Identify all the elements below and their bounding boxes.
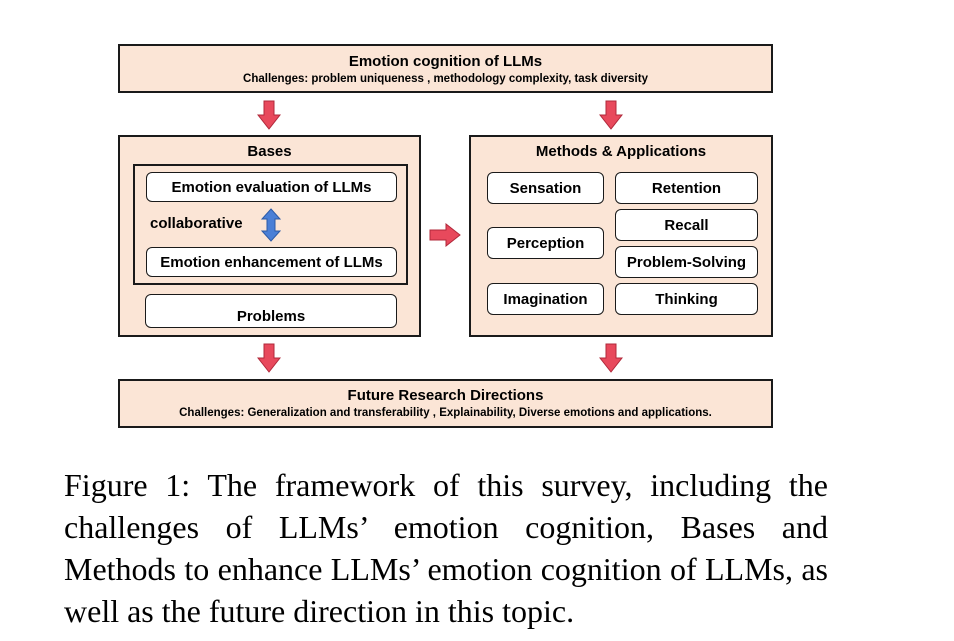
red-down-arrow-icon	[599, 100, 623, 130]
method-sensation: Sensation	[487, 172, 604, 204]
emotion-enhancement-item: Emotion enhancement of LLMs	[146, 247, 397, 277]
future-title: Future Research Directions	[347, 387, 544, 404]
emotion-evaluation-item: Emotion evaluation of LLMs	[146, 172, 397, 202]
method-recall: Recall	[615, 209, 758, 241]
method-retention: Retention	[615, 172, 758, 204]
bases-title: Bases	[247, 143, 292, 160]
blue-double-arrow-icon	[261, 208, 281, 242]
methods-title: Methods & Applications	[535, 143, 707, 160]
bases-box: Bases Emotion evaluation of LLMs collabo…	[118, 135, 421, 337]
top-title: Emotion cognition of LLMs	[348, 53, 543, 70]
future-directions-box: Future Research Directions Challenges: G…	[118, 379, 773, 428]
method-perception: Perception	[487, 227, 604, 259]
methods-box: Methods & Applications Sensation Percept…	[469, 135, 773, 337]
top-challenges-box: Emotion cognition of LLMs Challenges: pr…	[118, 44, 773, 93]
red-down-arrow-icon	[257, 100, 281, 130]
method-imagination: Imagination	[487, 283, 604, 315]
figure-caption: Figure 1: The framework of this survey, …	[64, 467, 828, 629]
red-down-arrow-icon	[257, 343, 281, 373]
red-down-arrow-icon	[599, 343, 623, 373]
top-challenges: Challenges: problem uniqueness , methodo…	[243, 73, 648, 85]
future-challenges: Challenges: Generalization and transfera…	[179, 407, 712, 419]
method-thinking: Thinking	[615, 283, 758, 315]
method-problem-solving: Problem-Solving	[615, 246, 758, 278]
bases-inner-box: Emotion evaluation of LLMs collaborative…	[133, 164, 408, 285]
red-right-arrow-icon	[429, 223, 461, 247]
collaborative-label: collaborative	[150, 215, 243, 232]
problems-item: Problems	[145, 294, 397, 328]
